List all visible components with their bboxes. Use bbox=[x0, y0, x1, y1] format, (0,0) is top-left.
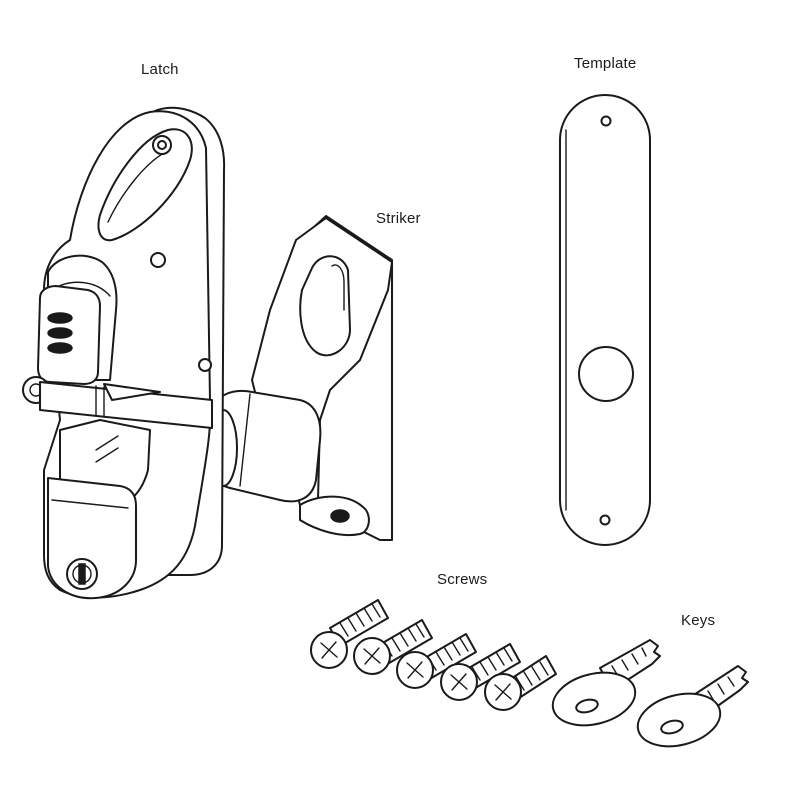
striker-label: Striker bbox=[376, 210, 421, 227]
template-label: Template bbox=[574, 55, 637, 72]
screw-2 bbox=[353, 619, 433, 675]
screw-5 bbox=[484, 655, 557, 711]
template-center-hole bbox=[578, 346, 634, 402]
screws-label: Screws bbox=[437, 571, 488, 588]
screws-group bbox=[310, 599, 557, 711]
key-2 bbox=[636, 665, 749, 748]
screw-1 bbox=[310, 599, 389, 669]
key-1 bbox=[551, 639, 661, 727]
striker-part bbox=[208, 215, 393, 541]
keys-group bbox=[551, 639, 749, 748]
latch-label: Latch bbox=[141, 61, 179, 78]
latch-part bbox=[22, 106, 226, 600]
screw-3 bbox=[396, 633, 477, 689]
screw-4 bbox=[440, 643, 521, 701]
template-top-hole bbox=[600, 115, 612, 127]
template-bottom-hole bbox=[599, 514, 611, 526]
keys-label: Keys bbox=[681, 612, 716, 629]
template-plate bbox=[559, 94, 651, 546]
